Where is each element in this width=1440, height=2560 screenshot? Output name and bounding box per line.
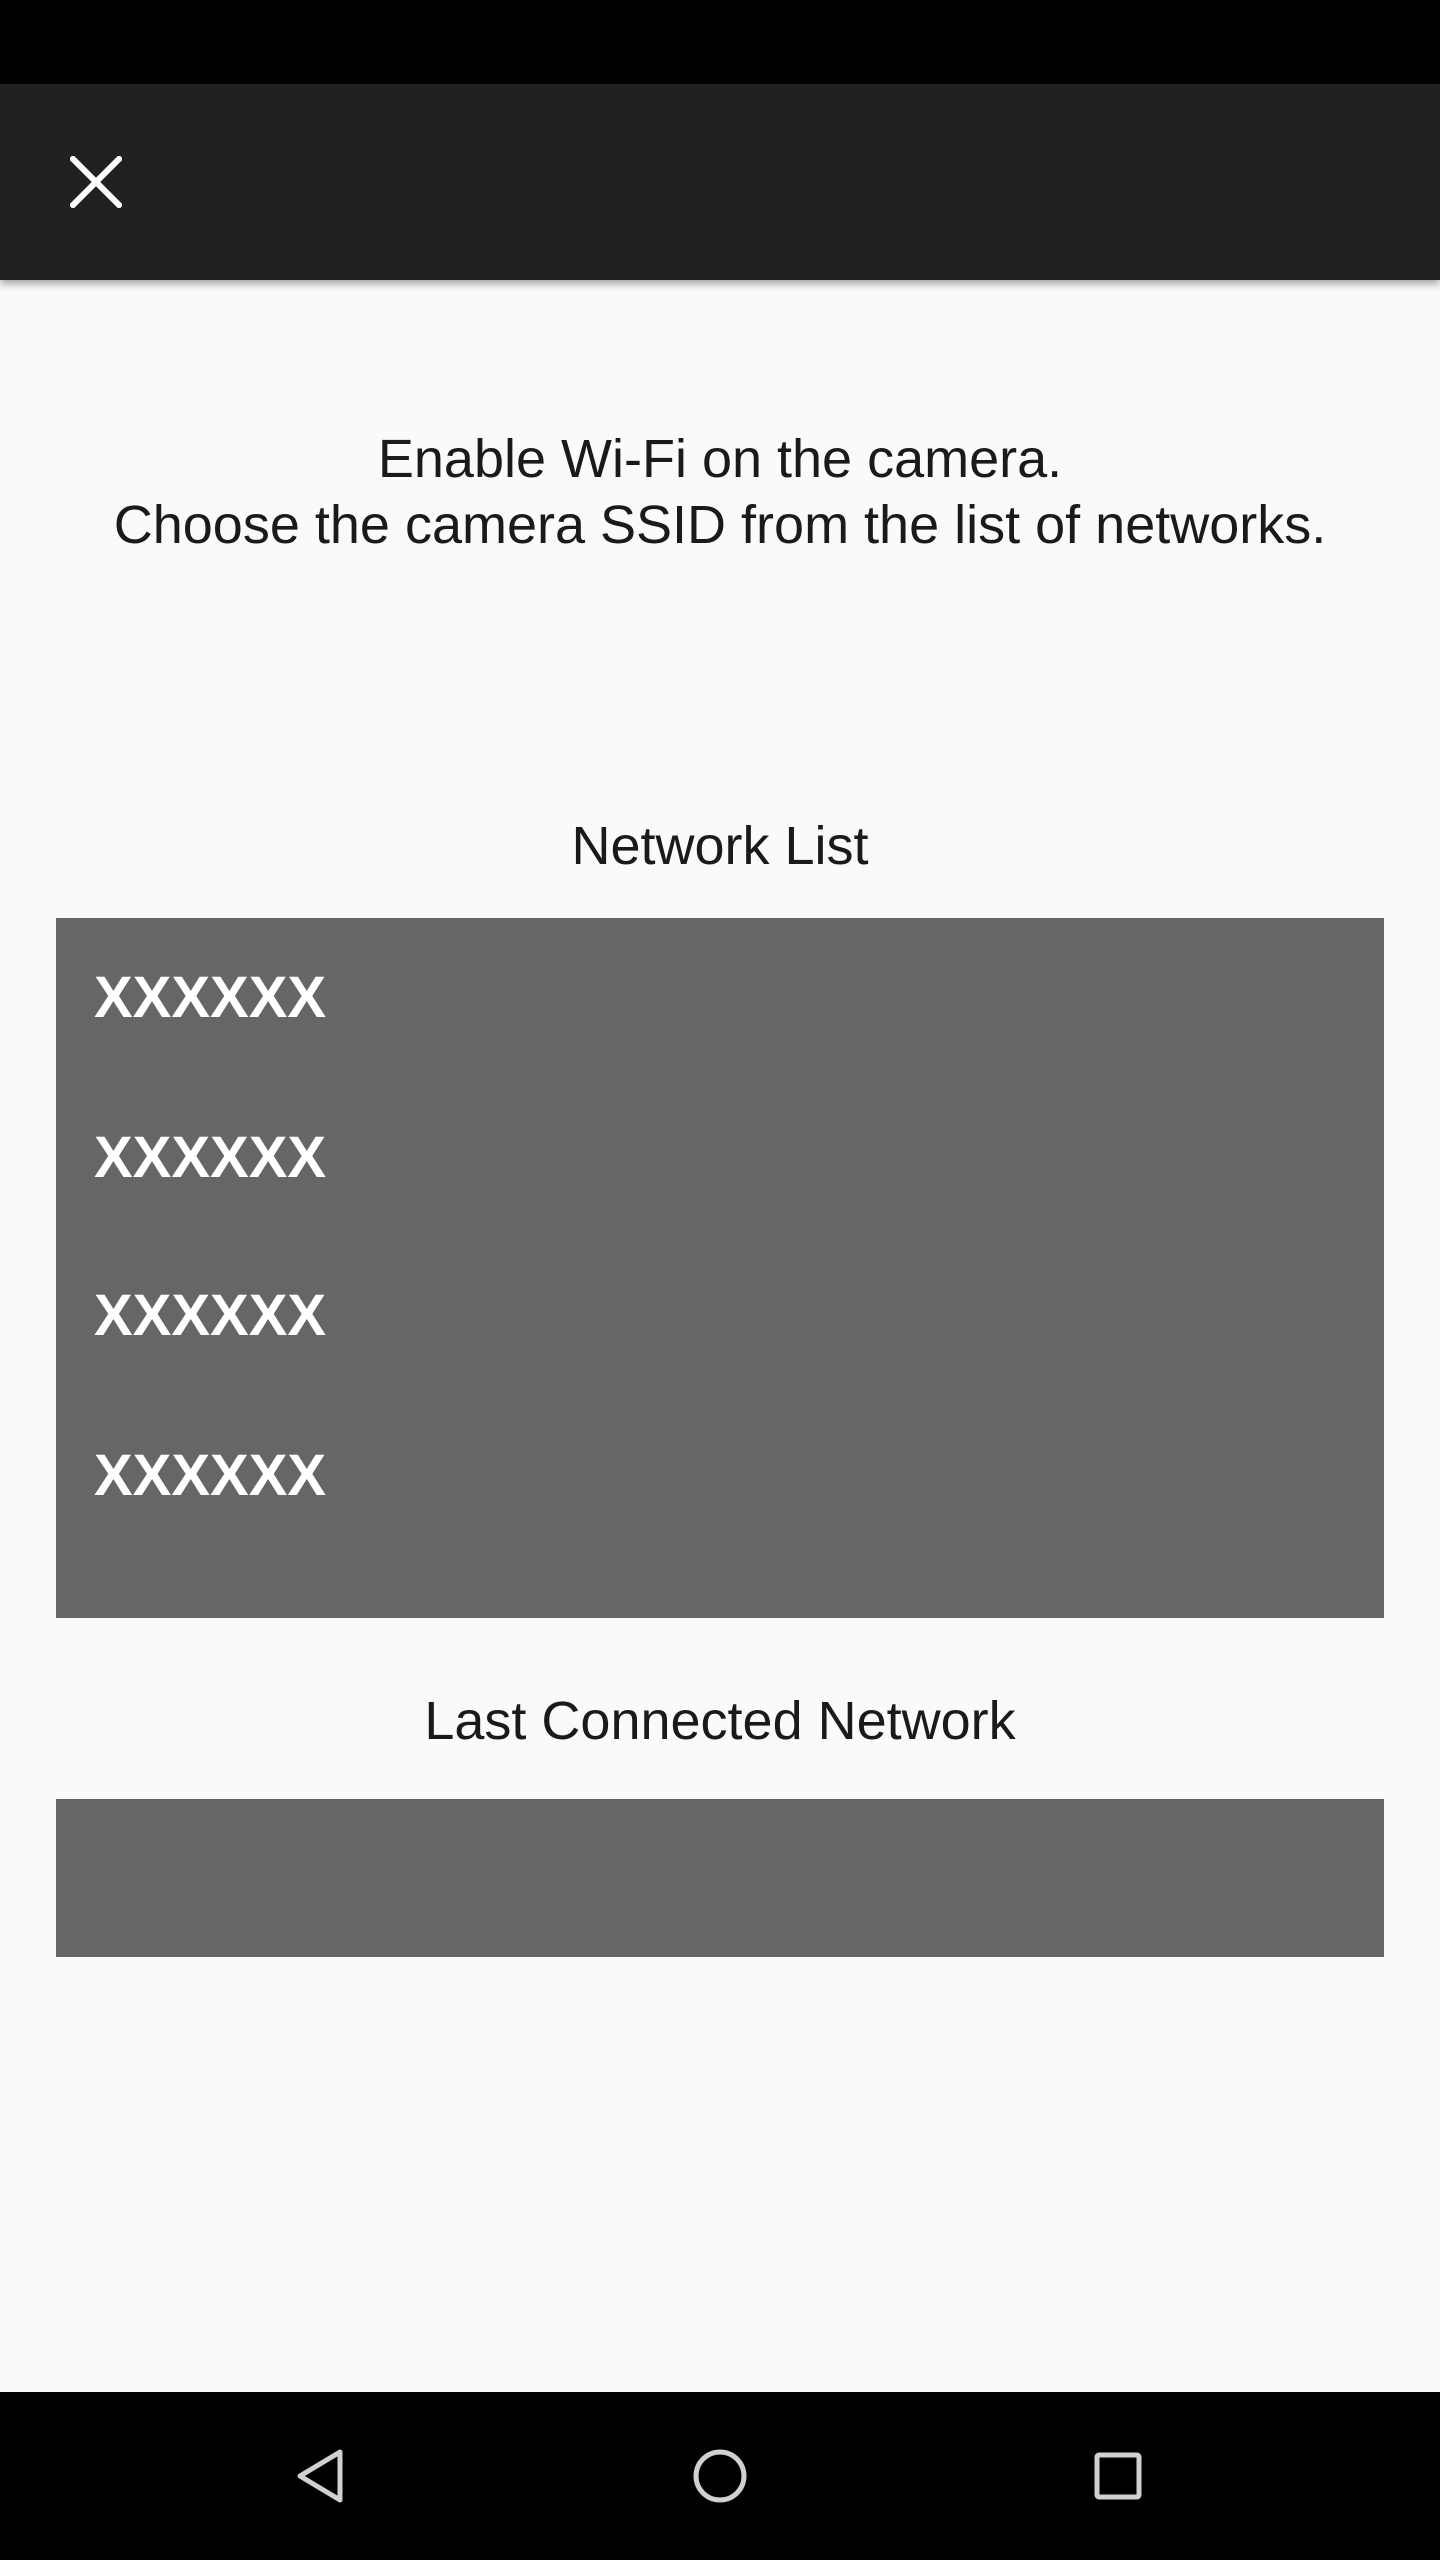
network-list-item[interactable]: XXXXXX xyxy=(94,1125,327,1190)
instructions-line-2: Choose the camera SSID from the list of … xyxy=(113,495,1327,555)
back-triangle-icon xyxy=(297,2449,343,2503)
network-list-item[interactable]: XXXXXX xyxy=(94,1443,327,1508)
status-bar xyxy=(0,0,1440,84)
instructions-text: Enable Wi-Fi on the camera. Choose the c… xyxy=(0,426,1440,558)
app-bar xyxy=(0,84,1440,280)
close-button[interactable] xyxy=(48,134,144,230)
network-list-item[interactable]: XXXXXX xyxy=(94,965,327,1030)
last-connected-title: Last Connected Network xyxy=(424,1691,1016,1751)
back-button[interactable] xyxy=(262,2416,382,2536)
recents-button[interactable] xyxy=(1058,2416,1178,2536)
recents-square-icon xyxy=(1094,2452,1142,2500)
network-list[interactable]: XXXXXX XXXXXX XXXXXX XXXXXX xyxy=(56,918,1384,1618)
main-content: Enable Wi-Fi on the camera. Choose the c… xyxy=(0,280,1440,2392)
network-list-title: Network List xyxy=(571,816,869,876)
home-button[interactable] xyxy=(660,2416,780,2536)
close-icon xyxy=(70,156,122,208)
navigation-bar xyxy=(0,2392,1440,2560)
instructions-line-1: Enable Wi-Fi on the camera. xyxy=(377,429,1063,489)
network-list-item[interactable]: XXXXXX xyxy=(94,1283,327,1348)
last-connected-network[interactable] xyxy=(56,1799,1384,1957)
home-circle-icon xyxy=(693,2449,747,2503)
